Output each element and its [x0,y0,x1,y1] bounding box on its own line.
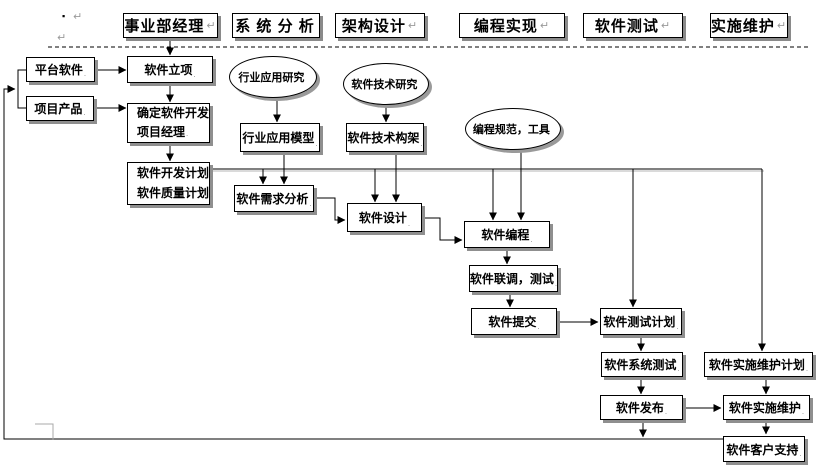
lane-header-label: 架构设计 [341,18,406,35]
node-label: 编程规范，工具 [472,124,550,136]
node-software-coding: 软件编程. [464,221,550,248]
node-label: 软件立项 [144,63,193,77]
line-input-bracket [17,69,26,109]
node-label: 平台软件 [34,63,83,77]
paragraph-mark: . [210,169,213,179]
node-software-submit: 软件提交. [471,308,557,335]
node-label: 软件需求分析 [236,192,309,206]
paragraph-mark: . [550,137,554,146]
line-feedback-loop [3,85,723,440]
node-software-tech-architecture: 软件技术构架. [346,123,424,152]
paragraph-mark: . [676,322,679,331]
arrow-requirement-to-design [314,197,346,224]
node-label: 软件设计 [358,211,407,225]
return-mark-top: ↵ [73,11,83,23]
node-label: 软件客户支持 [726,442,799,457]
node-platform-software: 平台软件. [26,57,95,82]
lane-header-label: 编程实现 [473,18,538,35]
paragraph-mark: . [530,235,533,244]
lane-header-label: 系 统 分 析 [235,18,315,35]
node-label: 软件技术构架 [347,131,420,145]
node-project-product: 项目产品. [26,96,94,121]
node-industry-application-research: 行业应用研究. [229,56,317,98]
paragraph-mark: . [407,219,411,228]
node-label-line1: 确定软件开发 [137,105,210,120]
node-label: 软件系统测试 [604,358,677,372]
paragraph-mark: . [664,407,668,416]
return-mark: ↵ [206,20,217,32]
paragraph-mark: . [799,449,802,458]
node-dev-quality-plan: 软件开发计划. 软件质量计划. [127,162,213,205]
node-assign-project-manager: 确定软件开发 项目经理. [127,103,210,143]
paragraph-mark: . [420,139,423,148]
lane-header-label: 软件测试 [594,18,659,35]
return-mark: ↵ [539,20,551,32]
lane-header-division-manager: 事业部经理↵ [123,13,218,38]
paragraph-mark: . [83,69,87,78]
node-label: 软件实施维护计划 [708,358,805,372]
paragraph-mark: . [186,128,189,138]
node-label: 软件发布 [615,401,664,415]
node-software-tech-research: 软件技术研究. [343,63,429,105]
paragraph-mark: . [305,85,308,94]
return-mark: ↵ [407,20,419,32]
node-industry-application-model: 行业应用模型. [240,123,320,152]
lane-header-label: 事业部经理 [124,18,205,35]
node-label: 软件实施维护 [728,401,801,415]
lane-header-architecture-design: 架构设计↵ [335,13,425,38]
paragraph-mark: . [554,279,558,288]
node-software-release: 软件发布. [600,395,683,420]
node-joint-debug-test: 软件联调，测试. [469,265,558,292]
node-label: 软件提交 [488,315,537,329]
paragraph-mark: . [801,407,805,416]
bullet-mark: ▪ [62,11,66,21]
node-label: 软件联调，测试 [469,272,554,286]
paragraph-mark: . [309,199,312,208]
node-label: 行业应用模型 [242,131,315,145]
node-customer-support: 软件客户支持. [723,436,805,462]
node-test-plan: 软件测试计划. [600,308,682,335]
lane-header-coding: 编程实现↵ [459,13,565,38]
node-label-line2: 软件质量计划. [137,185,213,200]
return-mark-second: ↵ [57,32,67,44]
node-impl-maintenance: 软件实施维护. [723,395,810,420]
paragraph-mark: . [805,364,809,373]
return-mark: ↵ [776,20,788,32]
node-impl-maintenance-plan: 软件实施维护计划. [704,352,813,377]
lane-header-software-test: 软件测试↵ [583,13,683,38]
node-label: 项目产品 [34,102,83,116]
artifact-gray-corner [35,423,54,440]
node-label-line1: 软件开发计划. [137,165,213,180]
lane-header-label: 实施维护 [710,18,775,35]
paragraph-mark: . [677,364,680,373]
arrow-design-to-coding [422,217,463,244]
node-label: 软件编程 [481,228,530,242]
node-coding-standard-tools: 编程规范，工具. [465,108,561,150]
node-label-line2: 项目经理. [137,124,189,139]
node-label: 软件测试计划 [603,315,676,329]
lane-header-implementation-maintenance: 实施维护↵ [710,13,788,38]
paragraph-mark: . [193,70,196,79]
paragraph-mark: . [418,92,421,101]
node-software-design: 软件设计. [347,203,422,232]
node-software-initiation: 软件立项. [127,56,213,83]
node-requirement-analysis: 软件需求分析. [234,185,314,212]
node-system-test: 软件系统测试. [601,352,683,377]
paragraph-mark: . [210,189,213,199]
paragraph-mark: . [537,322,540,331]
paragraph-mark: . [315,139,318,148]
node-label: 软件技术研究 [351,79,418,91]
lane-header-system-analysis: 系 统 分 析 [232,13,320,38]
paragraph-mark: . [83,108,86,117]
return-mark: ↵ [660,20,672,32]
node-label: 行业应用研究 [238,72,305,84]
